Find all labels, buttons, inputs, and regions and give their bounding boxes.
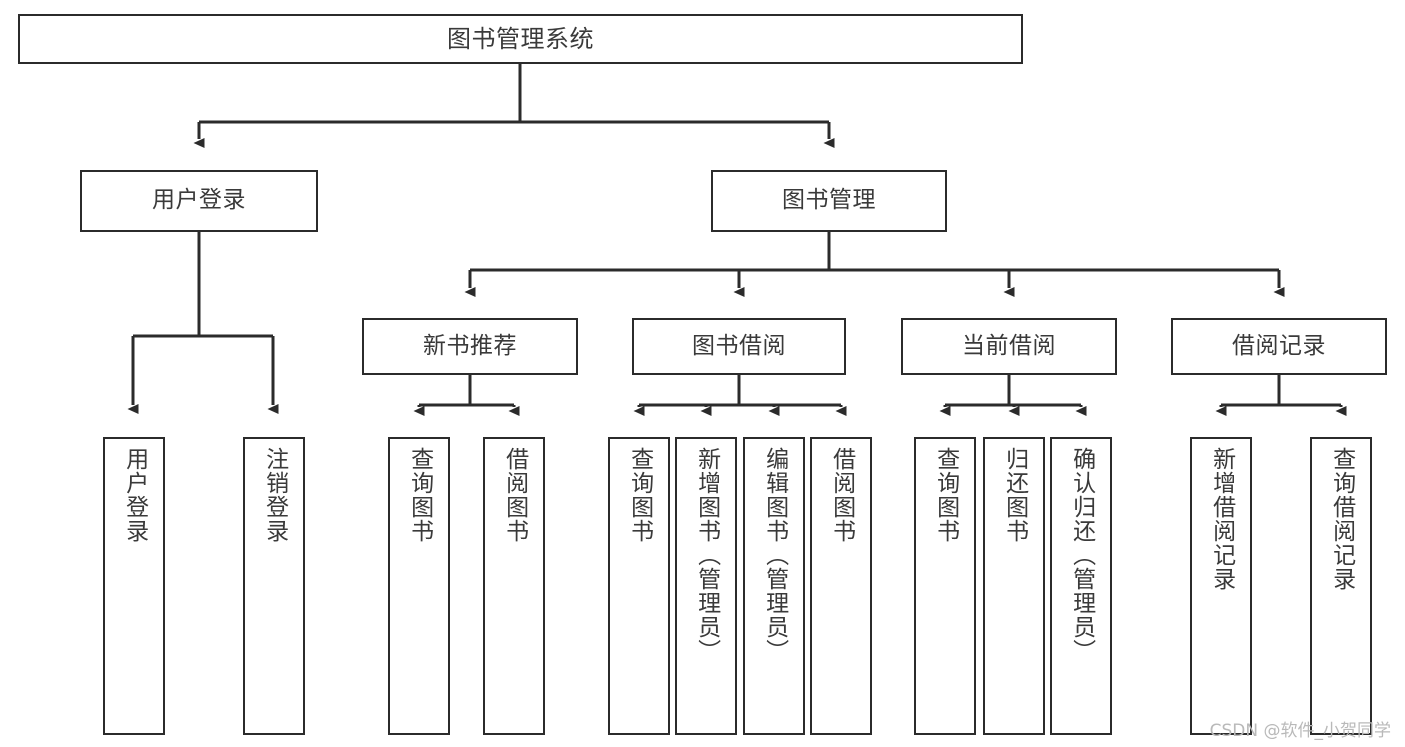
node-label: 新增图书（管理员） bbox=[693, 447, 720, 663]
node-leaf-query-book-2[interactable]: 查询图书 bbox=[608, 437, 670, 735]
node-leaf-add-borrow-record[interactable]: 新增借阅记录 bbox=[1190, 437, 1252, 735]
node-label: 查询图书 bbox=[932, 447, 959, 543]
node-leaf-query-book-1[interactable]: 查询图书 bbox=[388, 437, 450, 735]
node-leaf-query-borrow-record[interactable]: 查询借阅记录 bbox=[1310, 437, 1372, 735]
node-book-management[interactable]: 图书管理 bbox=[711, 170, 947, 232]
node-label: 借阅图书 bbox=[501, 447, 528, 543]
node-label: 图书借阅 bbox=[692, 332, 786, 359]
node-label: 图书管理 bbox=[782, 187, 876, 214]
node-leaf-user-login[interactable]: 用户登录 bbox=[103, 437, 165, 735]
node-leaf-return-book[interactable]: 归还图书 bbox=[983, 437, 1045, 735]
node-leaf-query-book-3[interactable]: 查询图书 bbox=[914, 437, 976, 735]
node-label: 借阅记录 bbox=[1232, 332, 1326, 359]
node-leaf-confirm-return-admin[interactable]: 确认归还（管理员） bbox=[1050, 437, 1112, 735]
node-current-borrow[interactable]: 当前借阅 bbox=[901, 318, 1117, 375]
node-leaf-logout-login[interactable]: 注销登录 bbox=[243, 437, 305, 735]
node-user-login[interactable]: 用户登录 bbox=[80, 170, 318, 232]
node-leaf-add-book-admin[interactable]: 新增图书（管理员） bbox=[675, 437, 737, 735]
node-label: 注销登录 bbox=[261, 447, 288, 543]
node-label: 新书推荐 bbox=[423, 332, 517, 359]
node-label: 查询图书 bbox=[406, 447, 433, 543]
node-label: 新增借阅记录 bbox=[1208, 447, 1235, 591]
node-label: 查询图书 bbox=[626, 447, 653, 543]
watermark-text: CSDN @软件_小贺同学 bbox=[1209, 721, 1391, 741]
node-leaf-borrow-book-1[interactable]: 借阅图书 bbox=[483, 437, 545, 735]
node-label: 归还图书 bbox=[1001, 447, 1028, 543]
node-label: 图书管理系统 bbox=[447, 24, 594, 53]
node-label: 借阅图书 bbox=[828, 447, 855, 543]
node-label: 编辑图书（管理员） bbox=[761, 447, 788, 663]
node-root-system[interactable]: 图书管理系统 bbox=[18, 14, 1023, 64]
node-new-book-recommend[interactable]: 新书推荐 bbox=[362, 318, 578, 375]
node-label: 确认归还（管理员） bbox=[1068, 447, 1095, 663]
node-label: 当前借阅 bbox=[962, 332, 1056, 359]
node-leaf-borrow-book-2[interactable]: 借阅图书 bbox=[810, 437, 872, 735]
node-book-borrow[interactable]: 图书借阅 bbox=[632, 318, 846, 375]
node-label: 查询借阅记录 bbox=[1328, 447, 1355, 591]
node-leaf-edit-book-admin[interactable]: 编辑图书（管理员） bbox=[743, 437, 805, 735]
node-label: 用户登录 bbox=[152, 187, 246, 214]
node-label: 用户登录 bbox=[121, 447, 148, 543]
node-borrow-record[interactable]: 借阅记录 bbox=[1171, 318, 1387, 375]
